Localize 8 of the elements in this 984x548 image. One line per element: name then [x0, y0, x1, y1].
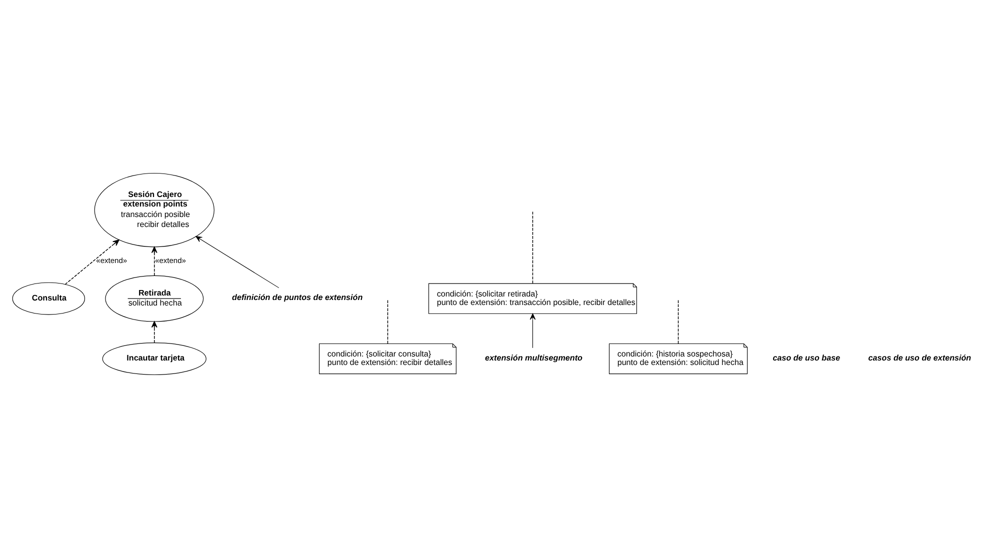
- arrow: [195, 236, 279, 288]
- arrow: [150, 246, 157, 276]
- arrow: [64, 240, 119, 285]
- connector: [677, 298, 678, 344]
- arrow: [529, 313, 536, 348]
- arrow: [150, 321, 157, 344]
- connector: [386, 298, 388, 344]
- connector: [532, 210, 533, 284]
